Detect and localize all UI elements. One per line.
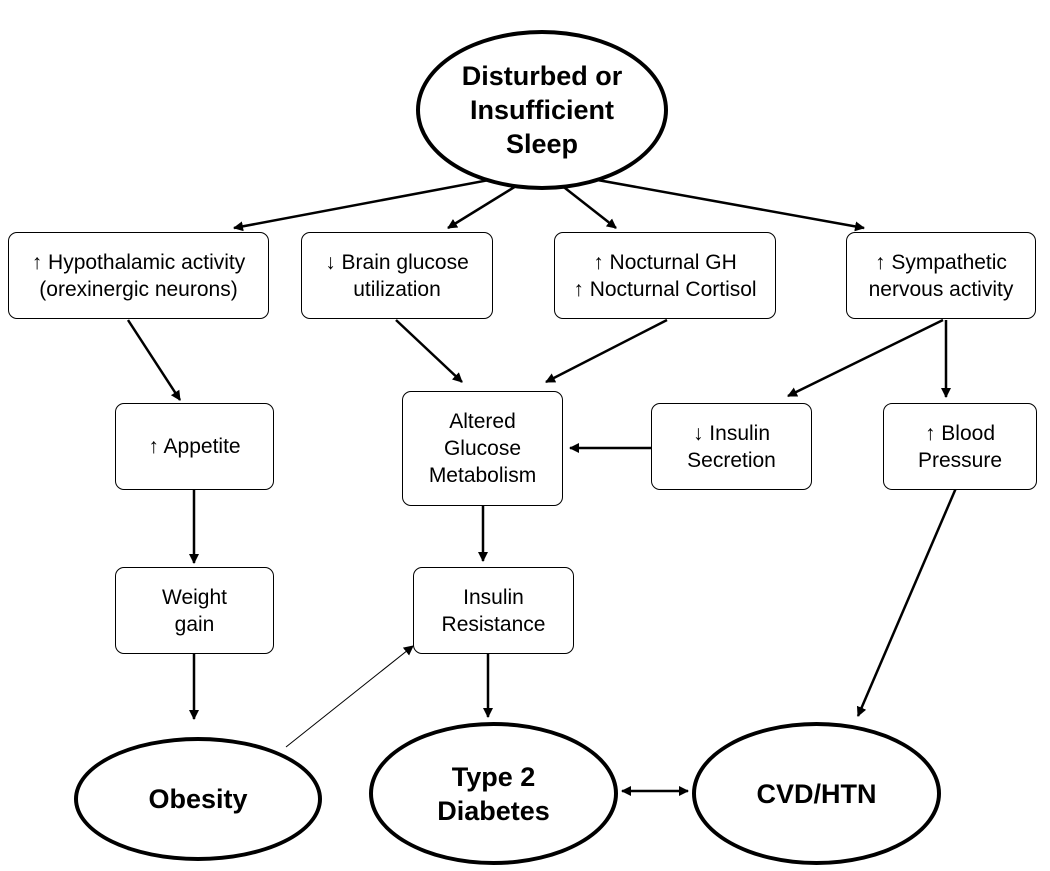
node-altered-glucose-line-1: Altered [449, 410, 516, 433]
node-insulin-resistance-line-1: Insulin [463, 585, 524, 609]
node-insulin-resistance: Insulin Resistance [413, 567, 574, 654]
node-diabetes-line-2: Diabetes [437, 795, 550, 826]
node-altered-glucose-line-2: Glucose [443, 437, 522, 460]
edge-sympathetic-to-insulin-secretion [787, 318, 944, 398]
node-weight-gain-line-1: Weight [162, 585, 227, 609]
node-insulin-secretion: ↓ Insulin Secretion [651, 403, 812, 490]
edge-hypothalamic-to-appetite [126, 319, 182, 401]
node-sympathetic-line-1: ↑ Sympathetic [875, 250, 1007, 274]
node-brain-glucose-line-1: ↓ Brain glucose [325, 250, 469, 274]
node-sleep: Disturbed or Insufficient Sleep [416, 30, 668, 190]
node-altered-glucose: Altered Glucose Metabolism [402, 391, 563, 506]
node-diabetes: Type 2 Diabetes [369, 722, 618, 865]
edge-nocturnal-to-altered-glucose [545, 318, 668, 384]
node-insulin-secretion-line-2: Secretion [687, 448, 776, 472]
node-hypothalamic-line-1: ↑ Hypothalamic activity [31, 250, 246, 274]
node-insulin-resistance-line-2: Resistance [441, 612, 546, 636]
edge-obesity-to-insulin-resistance [285, 645, 414, 748]
node-sympathetic: ↑ Sympathetic nervous activity [846, 232, 1036, 319]
node-nocturnal-line-2: ↑ Nocturnal Cortisol [573, 277, 757, 301]
node-obesity: Obesity [74, 737, 322, 861]
node-appetite-line-1: ↑ Appetite [148, 435, 241, 458]
node-hypothalamic: ↑ Hypothalamic activity (orexinergic neu… [8, 232, 269, 319]
edge-brain-glucose-to-altered-glucose [395, 319, 463, 383]
node-appetite: ↑ Appetite [115, 403, 274, 490]
node-nocturnal: ↑ Nocturnal GH ↑ Nocturnal Cortisol [554, 232, 776, 319]
node-sleep-line-2: Insufficient [469, 95, 614, 125]
node-blood-pressure-line-1: ↑ Blood [924, 421, 996, 445]
node-weight-gain: Weight gain [115, 567, 274, 654]
node-diabetes-line-1: Type 2 [451, 761, 536, 792]
node-insulin-secretion-line-1: ↓ Insulin [692, 421, 771, 445]
node-sympathetic-line-2: nervous activity [868, 277, 1014, 301]
node-blood-pressure: ↑ Blood Pressure [883, 403, 1037, 490]
node-hypothalamic-line-2: (orexinergic neurons) [39, 277, 238, 301]
node-blood-pressure-line-2: Pressure [917, 448, 1003, 472]
node-sleep-line-1: Disturbed or [461, 61, 623, 91]
node-cvd: CVD/HTN [692, 722, 941, 865]
edge-blood-pressure-to-cvd [856, 487, 958, 717]
node-nocturnal-line-1: ↑ Nocturnal GH [593, 250, 737, 274]
node-brain-glucose-line-2: utilization [353, 277, 441, 301]
node-obesity-line-1: Obesity [148, 784, 248, 814]
node-sleep-line-3: Sleep [505, 129, 579, 159]
node-weight-gain-line-2: gain [174, 612, 215, 636]
node-brain-glucose: ↓ Brain glucose utilization [301, 232, 493, 319]
node-altered-glucose-line-3: Metabolism [428, 464, 537, 487]
node-cvd-line-1: CVD/HTN [756, 778, 877, 809]
